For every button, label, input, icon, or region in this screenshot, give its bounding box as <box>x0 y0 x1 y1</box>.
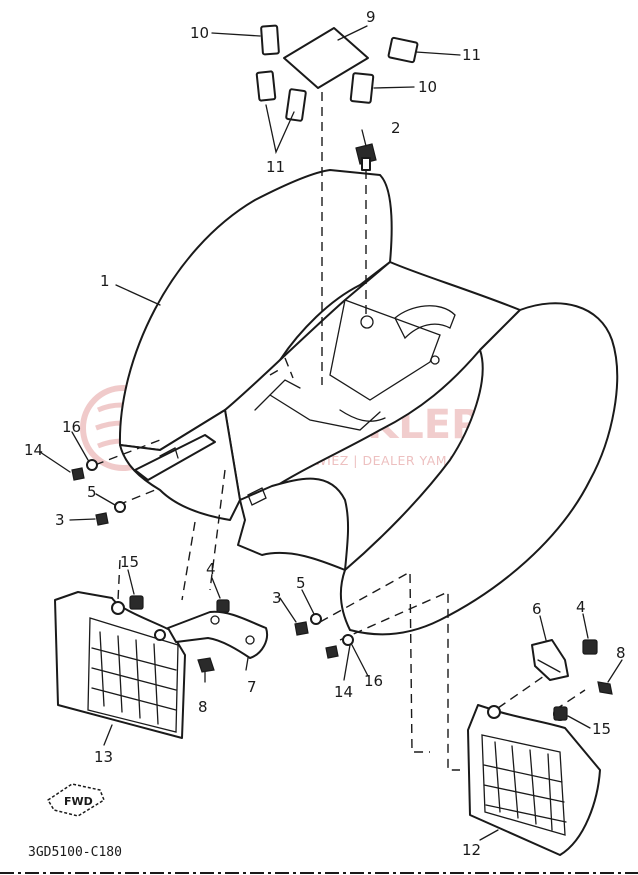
callout-5-left: 5 <box>87 483 97 501</box>
callout-16-right: 16 <box>364 672 383 690</box>
callout-3-left: 3 <box>55 511 65 529</box>
part-4-nut-left[interactable] <box>216 599 230 613</box>
callout-9: 9 <box>366 8 376 26</box>
assembly-lines <box>94 92 586 771</box>
callout-14-left: 14 <box>24 441 43 459</box>
part-11-decal-b[interactable] <box>285 88 307 122</box>
callout-15-left: 15 <box>120 553 139 571</box>
part-14-bolt-right[interactable] <box>325 645 339 659</box>
callout-4-right: 4 <box>576 598 586 616</box>
part-8-bolt-left[interactable] <box>197 657 215 673</box>
part-15-nut-right[interactable] <box>553 706 568 721</box>
callouts: 1 2 3 3 4 4 5 5 6 7 8 8 9 10 10 11 11 12… <box>24 8 626 859</box>
part-5-washer-left[interactable] <box>114 501 126 513</box>
part-8-bolt-right[interactable] <box>597 681 613 695</box>
callout-10-left: 10 <box>190 24 209 42</box>
part-14-bolt-left[interactable] <box>71 467 85 481</box>
callout-11-bottom: 11 <box>266 158 285 176</box>
part-1-rear-fender[interactable] <box>118 169 619 636</box>
callout-13: 13 <box>94 748 113 766</box>
callout-5-right: 5 <box>296 574 306 592</box>
callout-15-right: 15 <box>592 720 611 738</box>
part-13-left-mud-flap[interactable] <box>54 591 186 739</box>
part-4-nut-right[interactable] <box>582 639 598 655</box>
callout-3-right: 3 <box>272 589 282 607</box>
callout-12: 12 <box>462 841 481 859</box>
leader-lines <box>39 25 623 841</box>
part-11-decal-a[interactable] <box>255 70 277 102</box>
part-15-nut-left[interactable] <box>129 595 144 610</box>
callout-6: 6 <box>532 600 542 618</box>
callout-16-left: 16 <box>62 418 81 436</box>
part-6-bracket[interactable] <box>531 639 569 681</box>
part-12-right-mud-flap[interactable] <box>467 704 601 856</box>
part-3-bolt-left[interactable] <box>95 512 109 526</box>
part-11-decal-right[interactable] <box>387 36 419 64</box>
part-2-bolt[interactable] <box>355 143 377 171</box>
callout-8-right: 8 <box>616 644 626 662</box>
callout-10-right: 10 <box>418 78 437 96</box>
callout-1: 1 <box>100 272 110 290</box>
callout-4-left: 4 <box>206 560 216 578</box>
part-10-decal-left[interactable] <box>260 24 280 56</box>
part-9-seat-decal[interactable] <box>283 27 369 89</box>
fwd-label: FWD <box>64 795 93 808</box>
callout-8-left: 8 <box>198 698 208 716</box>
part-7-bracket[interactable] <box>167 610 268 659</box>
part-3-bolt-right[interactable] <box>294 621 309 636</box>
part-16-washer-left[interactable] <box>86 459 98 471</box>
callout-11-top: 11 <box>462 46 481 64</box>
drawing-code: 3GD5100-C180 <box>28 845 122 860</box>
part-10-decal-right[interactable] <box>349 72 375 104</box>
fwd-arrow: FWD <box>47 783 105 817</box>
callout-7: 7 <box>247 678 257 696</box>
part-5-washer-right[interactable] <box>310 613 322 625</box>
decal-group <box>255 24 419 122</box>
hardware <box>71 459 613 721</box>
part-16-washer-right[interactable] <box>342 634 354 646</box>
callout-2: 2 <box>391 119 401 137</box>
fwd-arrow-icon <box>47 783 105 817</box>
callout-14-right: 14 <box>334 683 353 701</box>
